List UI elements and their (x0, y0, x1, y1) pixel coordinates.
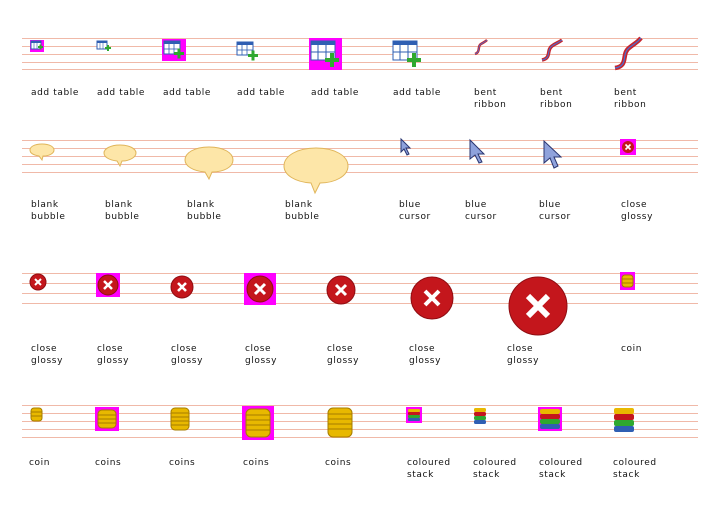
add-table-icon (162, 39, 186, 61)
icon-label: add table (311, 88, 359, 98)
icon-label: coins (243, 458, 270, 468)
coin-icon (30, 407, 44, 423)
bent-ribbon-icon (613, 36, 643, 71)
close-glossy-icon (620, 139, 636, 155)
blue-cursor-icon (468, 138, 488, 165)
bent-ribbon-icon (540, 38, 564, 62)
close-glossy-icon (29, 273, 47, 291)
coins-icon (326, 407, 354, 439)
coins-icon (95, 407, 119, 431)
coin-icon (620, 272, 635, 290)
coins-icon (169, 407, 191, 432)
close-glossy-icon (169, 274, 195, 300)
icon-label: coin (621, 344, 643, 354)
blank-bubble-icon (283, 146, 349, 195)
icon-label: add table (237, 88, 285, 98)
blank-bubble-icon (29, 142, 55, 162)
coins-icon (242, 406, 274, 440)
coloured-stack-icon (613, 407, 635, 433)
blank-bubble-icon (184, 145, 234, 181)
icon-label: coins (95, 458, 122, 468)
add-table-icon (236, 41, 260, 63)
close-glossy-icon (506, 275, 570, 339)
add-table-icon (392, 40, 424, 70)
close-glossy-icon (325, 274, 357, 306)
coloured-stack-icon (538, 407, 562, 431)
blank-bubble-icon (103, 143, 137, 168)
icon-label: add table (393, 88, 441, 98)
blue-cursor-icon (399, 137, 413, 156)
coloured-stack-icon (472, 407, 488, 425)
close-glossy-icon (244, 273, 276, 305)
icon-label: coins (325, 458, 352, 468)
add-table-icon (30, 40, 44, 52)
icon-label: coins (169, 458, 196, 468)
add-table-icon (309, 38, 342, 70)
close-glossy-icon (408, 275, 456, 323)
icon-label: add table (31, 88, 79, 98)
blue-cursor-icon (542, 139, 564, 170)
bent-ribbon-icon (473, 38, 489, 56)
close-glossy-icon (96, 273, 120, 297)
icon-label: add table (97, 88, 145, 98)
icon-label: coin (29, 458, 51, 468)
add-table-icon (96, 40, 112, 53)
coloured-stack-icon (406, 407, 422, 423)
icon-label: add table (163, 88, 211, 98)
